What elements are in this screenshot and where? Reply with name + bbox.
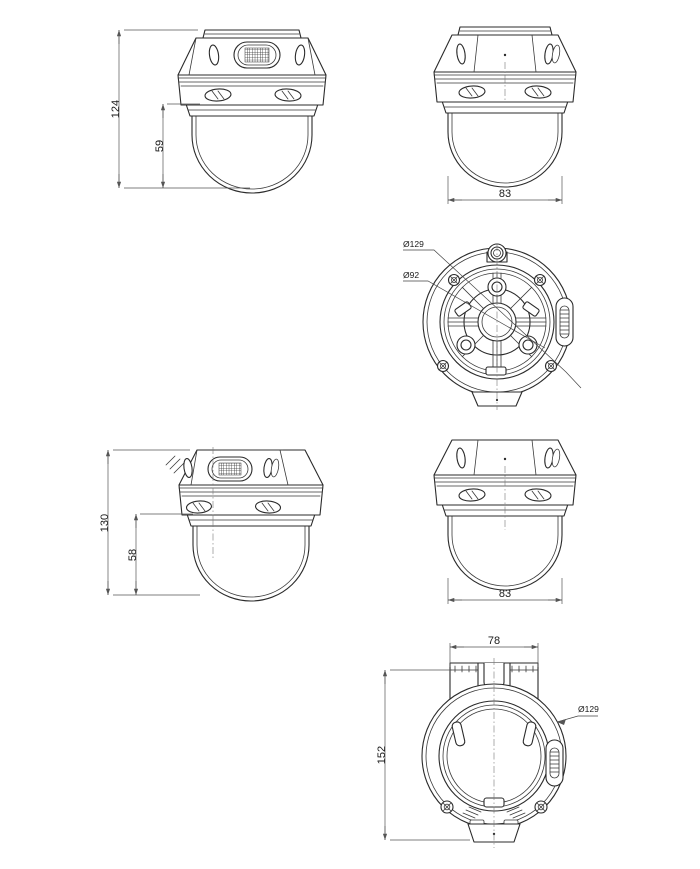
top-lid-plate: [202, 29, 302, 39]
view-side-top-right: 83: [433, 26, 577, 204]
lower-latches: [204, 88, 302, 102]
view-bracket-bottom-left: 130 58: [99, 447, 324, 602]
dim-83-bottom: 83: [447, 578, 563, 604]
dome-housing: [447, 514, 563, 591]
dim-78: 78: [449, 635, 539, 667]
collar: [441, 100, 569, 114]
dim-83-top-label: 83: [499, 188, 511, 200]
retention-slots: [454, 301, 540, 376]
lower-latches: [185, 500, 282, 514]
center-mark: [503, 457, 507, 530]
dome-housing: [447, 111, 563, 188]
side-vents: [456, 43, 561, 65]
dim-59: 59: [154, 103, 200, 188]
dim-130-label: 130: [99, 514, 111, 532]
side-vents: [183, 458, 280, 478]
dim-d129-top: Ø129: [403, 239, 582, 389]
bottom-tab: [467, 823, 521, 843]
hatch-marks: [165, 455, 186, 474]
dim-130: 130: [99, 449, 200, 596]
view-side-bottom-right: 83: [433, 439, 577, 604]
camera-body: [433, 34, 577, 103]
view-bottom-plan-bracket: 78 152 Ø129: [376, 635, 599, 848]
dim-152-label: 152: [376, 746, 388, 764]
dim-58: 58: [127, 513, 193, 595]
speaker-grille: [233, 41, 281, 69]
dim-124-label: 124: [110, 100, 122, 118]
flange-screw-bosses: [436, 273, 558, 373]
speaker-grille: [207, 456, 253, 482]
dim-58-label: 58: [127, 549, 139, 561]
dim-d129-top-label: Ø129: [403, 239, 424, 249]
side-vents: [208, 44, 306, 66]
lower-latches: [458, 488, 552, 502]
view-front-angled-top-left: 124 59: [110, 29, 327, 194]
base-screw-bosses: [440, 800, 548, 814]
dim-59-label: 59: [154, 140, 166, 152]
center-mark: [503, 53, 507, 101]
dim-d129-bottom-label: Ø129: [578, 704, 599, 714]
collar: [186, 513, 316, 527]
dim-83-bottom-label: 83: [499, 588, 511, 600]
dim-124: 124: [110, 29, 250, 189]
dome-housing: [192, 524, 310, 602]
dim-d92-top-label: Ø92: [403, 270, 419, 280]
dim-d129-bottom: Ø129: [556, 704, 599, 725]
dim-83-top: 83: [447, 176, 563, 204]
collar: [185, 103, 319, 117]
dim-78-label: 78: [488, 635, 500, 647]
side-ribbed-vent: [555, 297, 574, 347]
lower-latches: [458, 85, 552, 99]
dome-housing: [191, 114, 313, 194]
view-top-plan-circular: Ø129 Ø92: [403, 239, 582, 410]
side-ribbed-vent: [545, 739, 564, 787]
side-vents: [456, 447, 561, 469]
dim-152: 152: [376, 669, 470, 841]
top-lid-plate: [457, 26, 553, 36]
dim-d92-top: Ø92: [403, 270, 546, 349]
